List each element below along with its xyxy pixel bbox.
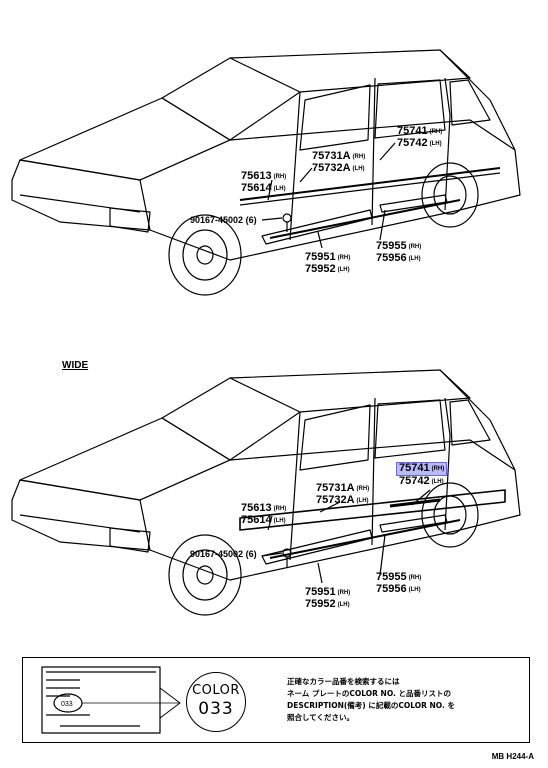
note-line: 照合してください。	[287, 713, 355, 722]
note-line: 正確なカラー品番を検索するには	[287, 677, 400, 686]
label-rocker-front-upper: 75731A(RH) 75732A(LH)	[312, 150, 366, 174]
label-lower-moulding-front-upper: 75951(RH) 75952(LH)	[305, 251, 351, 275]
label-clip-lower: 90167-45002 (6)	[190, 549, 257, 559]
label-rocker-rear-lower[interactable]: 75741(RH) 75742(LH)	[396, 462, 448, 488]
section-label-wide: WIDE	[62, 360, 89, 371]
car-lower	[11, 369, 521, 616]
note-line: DESCRIPTION(備考) に記載のCOLOR NO. を	[287, 701, 455, 710]
label-lower-moulding-rear-lower: 75955(RH) 75956(LH)	[376, 571, 422, 595]
highlighted-part-75741: 75741(RH)	[396, 462, 448, 476]
label-clip-upper: 90167-45002 (6)	[190, 215, 257, 225]
car-upper	[11, 49, 521, 296]
color-word: COLOR	[192, 683, 240, 698]
note-line: ネーム プレートのCOLOR NO. と品番リストの	[287, 689, 451, 698]
figure-code: MB H244-A	[491, 752, 534, 761]
label-rocker-rear-upper: 75741(RH) 75742(LH)	[397, 125, 443, 149]
color-instruction-note: 正確なカラー品番を検索するには ネーム プレートのCOLOR NO. と品番リス…	[287, 676, 512, 724]
label-lower-moulding-front-lower: 75951(RH) 75952(LH)	[305, 586, 351, 610]
plate-color-code: 033	[61, 701, 73, 708]
color-legend-box	[22, 657, 530, 743]
label-front-molding-lower: 75613(RH) 75614(LH)	[241, 502, 287, 526]
label-rocker-front-lower: 75731A(RH) 75732A(LH)	[316, 482, 370, 506]
color-code: 033	[198, 699, 234, 719]
color-code-circle: COLOR 033	[186, 672, 246, 732]
label-front-molding-upper: 75613(RH) 75614(LH)	[241, 170, 287, 194]
label-lower-moulding-rear-upper: 75955(RH) 75956(LH)	[376, 240, 422, 264]
name-plate-drawing	[41, 666, 181, 734]
